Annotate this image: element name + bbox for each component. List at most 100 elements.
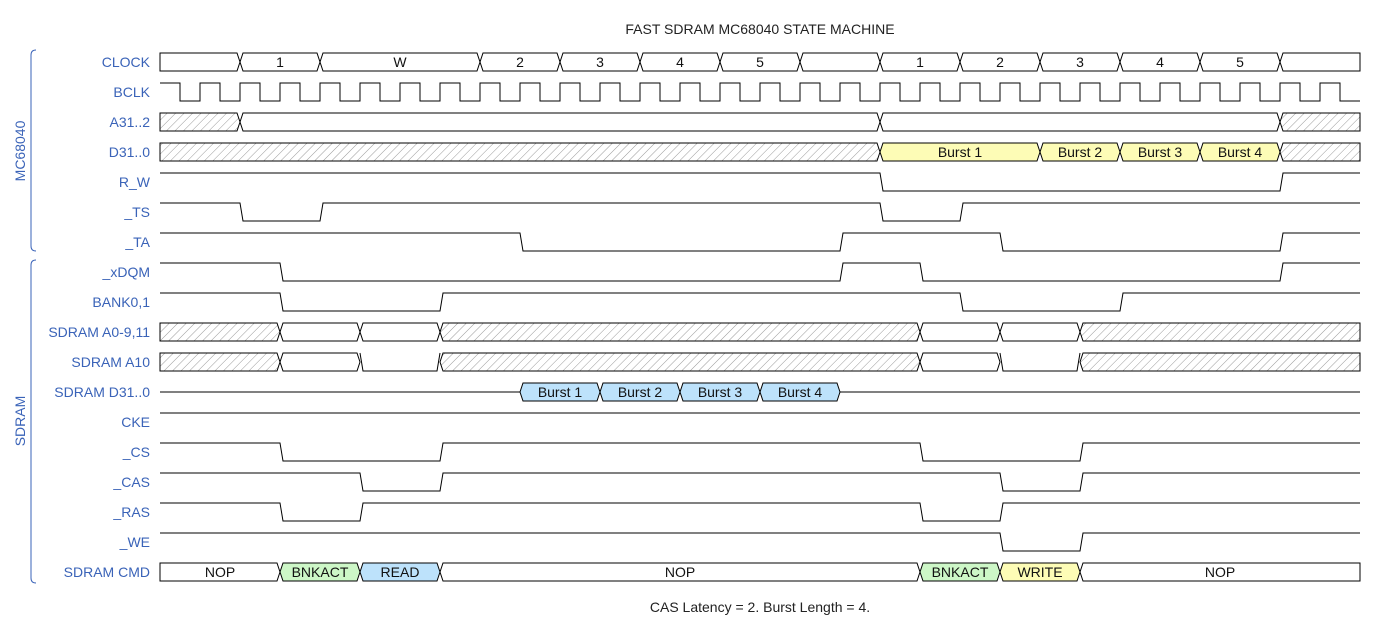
signal-label: _RAS — [112, 504, 150, 520]
bus-segment — [359, 322, 441, 342]
bus-segment-undefined — [159, 352, 281, 372]
diagram-title: FAST SDRAM MC68040 STATE MACHINE — [625, 21, 894, 37]
signal-row-xdqm: _xDQM — [102, 262, 1360, 282]
bus-segment-label: Burst 4 — [778, 384, 823, 400]
bus-segment — [279, 322, 361, 342]
signal-label: _CAS — [112, 474, 150, 490]
bus-segment — [919, 352, 1001, 372]
signal-row-cs: _CS — [122, 442, 1360, 462]
signal-row-sdram-a10: SDRAM A10 — [71, 352, 1361, 372]
signal-label: CKE — [121, 414, 150, 430]
clock-waveform — [160, 82, 1360, 102]
signal-label: _TA — [124, 234, 150, 250]
bus-segment-label: Burst 1 — [538, 384, 583, 400]
bus-segment — [799, 52, 881, 72]
group-brace-mc68040 — [30, 49, 37, 252]
bus-segment-undefined — [439, 352, 921, 372]
signal-row-cke: CKE — [121, 412, 1360, 430]
bus-line-segment — [999, 352, 1081, 372]
bus-segment-label: NOP — [1205, 564, 1235, 580]
signal-row-r-w: R_W — [119, 172, 1360, 192]
digital-waveform — [160, 262, 1360, 282]
signal-label: SDRAM CMD — [64, 564, 150, 580]
bus-segment — [1079, 562, 1361, 582]
digital-waveform — [160, 472, 1360, 492]
bus-segment-label: NOP — [205, 564, 235, 580]
bus-segment-undefined — [159, 112, 241, 132]
bus-segment-label: 4 — [676, 54, 684, 70]
bus-segment — [999, 322, 1081, 342]
bus-segment-label: W — [393, 54, 407, 70]
bus-segment-label: Burst 4 — [1218, 144, 1263, 160]
diagram-footer: CAS Latency = 2. Burst Length = 4. — [650, 599, 870, 615]
bus-segment-label: Burst 3 — [1138, 144, 1183, 160]
signal-label: CLOCK — [102, 54, 151, 70]
bus-segment-undefined — [1279, 142, 1361, 162]
bus-segment-label: 5 — [756, 54, 764, 70]
signal-label: A31..2 — [110, 114, 151, 130]
signal-row-ta: _TA — [124, 232, 1360, 252]
signal-row-sdram-cmd: SDRAM CMD NOP BNKACT READ NOP BNKACT WRITE NOP — [64, 562, 1361, 582]
digital-waveform — [160, 292, 1360, 312]
bus-segment-label: WRITE — [1017, 564, 1062, 580]
bus-segment-label: Burst 3 — [698, 384, 743, 400]
signal-label: BANK0,1 — [92, 294, 150, 310]
signal-label: SDRAM A10 — [71, 354, 150, 370]
signal-row-bank0-1: BANK0,1 — [92, 292, 1360, 312]
signal-label: R_W — [119, 174, 151, 190]
bus-segment — [919, 322, 1001, 342]
bus-segment-label: 5 — [1236, 54, 1244, 70]
bus-segment-label: Burst 2 — [1058, 144, 1103, 160]
signal-row-ts: _TS — [123, 202, 1360, 222]
digital-waveform — [160, 502, 1360, 522]
bus-segment-undefined — [1079, 322, 1361, 342]
bus-segment-label: READ — [381, 564, 420, 580]
signal-row-ras: _RAS — [112, 502, 1360, 522]
signal-label: D31..0 — [109, 144, 150, 160]
signal-row-we: _WE — [119, 532, 1360, 552]
bus-segment-label: 3 — [596, 54, 604, 70]
signal-label: _WE — [119, 534, 150, 550]
bus-segment-label: 4 — [1156, 54, 1164, 70]
bus-segment-label: BNKACT — [292, 564, 349, 580]
group-label-mc68040: MC68040 — [12, 120, 28, 181]
bus-segment — [159, 52, 241, 72]
bus-segment-undefined — [439, 322, 921, 342]
bus-segment-label: BNKACT — [932, 564, 989, 580]
bus-segment — [879, 112, 1281, 132]
bus-segment-label: 2 — [516, 54, 524, 70]
bus-segment — [279, 352, 361, 372]
signal-label: BCLK — [113, 84, 150, 100]
digital-waveform — [160, 232, 1360, 252]
group-brace-sdram — [30, 259, 37, 584]
signal-label: _CS — [122, 444, 150, 460]
bus-segment-undefined — [159, 322, 281, 342]
bus-segment — [239, 112, 881, 132]
bus-segment-label: Burst 2 — [618, 384, 663, 400]
signal-row-sdram-d31-0: SDRAM D31..0 Burst 1 Burst 2 Burst 3 Burst 4 — [54, 382, 1360, 402]
bus-line-segment — [359, 352, 441, 372]
bus-segment-label: 3 — [1076, 54, 1084, 70]
signal-label: _TS — [123, 204, 150, 220]
signal-row-bclk: BCLK — [113, 82, 1360, 102]
signal-label: SDRAM A0-9,11 — [48, 324, 150, 340]
bus-segment-undefined — [159, 142, 881, 162]
digital-waveform — [160, 442, 1360, 462]
digital-waveform — [160, 202, 1360, 222]
bus-segment-undefined — [1279, 112, 1361, 132]
group-label-sdram: SDRAM — [12, 396, 28, 447]
bus-segment-undefined — [1079, 352, 1361, 372]
bus-segment-label: 1 — [916, 54, 924, 70]
digital-waveform — [160, 172, 1360, 192]
bus-segment-label: Burst 1 — [938, 144, 983, 160]
signal-row-sdram-a0-9-11: SDRAM A0-9,11 — [48, 322, 1361, 342]
bus-segment-label: NOP — [665, 564, 695, 580]
signal-label: _xDQM — [102, 264, 150, 280]
signal-row-cas: _CAS — [112, 472, 1360, 492]
signal-label: SDRAM D31..0 — [54, 384, 150, 400]
bus-segment-label: 1 — [276, 54, 284, 70]
bus-segment — [1279, 52, 1361, 72]
